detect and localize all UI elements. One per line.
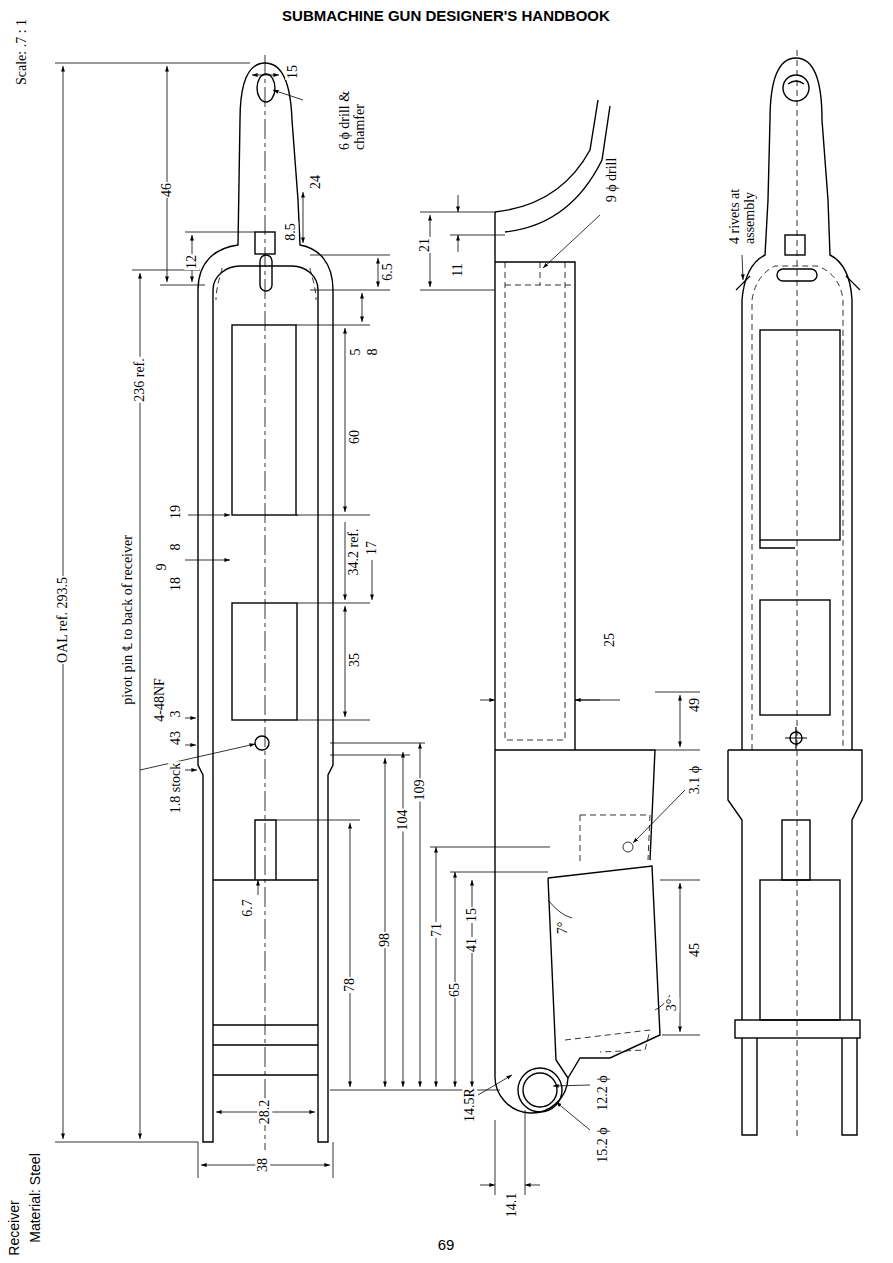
note-label: 9 ϕ drill xyxy=(604,157,619,204)
dimension-label: 17 xyxy=(364,540,379,556)
material-note: Material: Steel xyxy=(28,1152,43,1243)
dimension-label: 11 xyxy=(450,262,465,277)
dimension-label: 12 xyxy=(184,254,199,270)
dimension-label: 46 xyxy=(159,182,174,198)
part-name: Receiver xyxy=(7,1199,22,1256)
dimension-label: 78 xyxy=(342,977,357,993)
dimension-label: 35 xyxy=(347,652,362,668)
dimension-label: 49 xyxy=(687,697,702,713)
dimension-label: 24 xyxy=(308,174,323,190)
dimension-label: 21 xyxy=(417,237,432,253)
note-label: 4 rivets at assembly xyxy=(727,171,758,245)
dimension-label: 8.5 xyxy=(283,222,298,242)
dimension-label: 4-48NF xyxy=(152,677,167,723)
dimension-label: 19 xyxy=(168,504,183,520)
dimension-label: OAL ref. 293.5 xyxy=(55,576,70,664)
dimension-label: 18 xyxy=(168,576,183,592)
dimension-label: 41 xyxy=(464,937,479,953)
dimension-label: 8 xyxy=(168,543,183,552)
dimension-label: 104 xyxy=(395,809,410,832)
dimension-label: 25 xyxy=(602,632,617,648)
scale-note: Scale: .7 : 1 xyxy=(14,18,29,86)
page-number: 69 xyxy=(437,1237,456,1254)
dimension-label: 12.2 ϕ xyxy=(595,1074,610,1111)
dimension-label: 109 xyxy=(412,779,427,802)
dimension-label: 60 xyxy=(347,429,362,445)
dimension-label: 34.2 ref. xyxy=(346,527,361,576)
note-label: pivot pin ℄ to back of receiver xyxy=(120,534,135,706)
note-label: 6 ϕ drill & chamfer xyxy=(337,65,368,151)
dimension-label: 9 xyxy=(154,563,169,572)
dimension-label: 45 xyxy=(687,942,702,958)
dimension-label: 7° xyxy=(555,921,570,936)
dimension-label: 15 xyxy=(285,64,300,80)
dimension-label: 5 xyxy=(348,348,363,357)
dimension-label: 71 xyxy=(429,922,444,938)
dimension-label: 3.1 ϕ xyxy=(687,765,702,795)
dimension-label: 38 xyxy=(255,1157,270,1173)
dimension-label: 15 xyxy=(464,907,479,923)
dimension-label: 6.7 xyxy=(240,898,255,918)
dimension-label: 236 ref. xyxy=(132,357,147,403)
dimension-label: 1.8 stock xyxy=(168,762,183,815)
dimension-label: 3 xyxy=(168,710,183,719)
dimension-label: 3° xyxy=(664,998,679,1013)
dimension-label: 8 xyxy=(365,348,380,357)
dimension-label: 65 xyxy=(447,982,462,998)
dimension-label: 28.2 xyxy=(257,1099,272,1126)
page-header: SUBMACHINE GUN DESIGNER'S HANDBOOK xyxy=(282,7,610,24)
dimension-label: 15.2 ϕ xyxy=(595,1126,610,1163)
dimension-label: 6.5 xyxy=(380,262,395,282)
dimension-label: 98 xyxy=(377,932,392,948)
dimension-label: 14.1 xyxy=(504,1192,519,1219)
dimension-label: 14.5R xyxy=(462,1087,477,1123)
dimension-label: 43 xyxy=(168,730,183,746)
